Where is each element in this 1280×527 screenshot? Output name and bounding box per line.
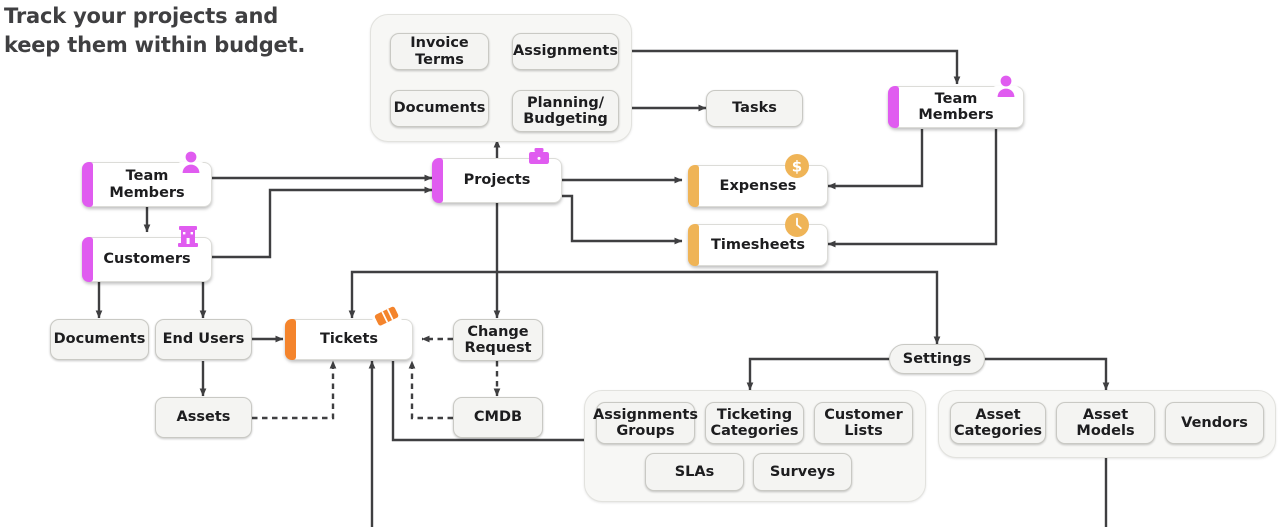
node-ticketing-categories-line2: Categories: [710, 423, 799, 439]
page-title-line1: Track your projects and: [4, 4, 279, 28]
node-team-members-right-label: Team Members: [918, 90, 994, 123]
node-projects-label: Projects: [463, 172, 531, 189]
node-settings[interactable]: Settings: [889, 344, 985, 374]
node-change-request-line2: Request: [464, 340, 532, 356]
node-planning-budgeting-line2: Budgeting: [523, 111, 608, 127]
node-customers[interactable]: Customers: [82, 226, 212, 282]
node-customer-lists[interactable]: Customer Lists: [814, 402, 913, 444]
node-customer-lists-line1: Customer: [824, 406, 903, 423]
node-surveys[interactable]: Surveys: [753, 453, 852, 491]
node-expenses-label: Expenses: [719, 177, 797, 194]
accent-bar: [285, 319, 296, 360]
node-tasks[interactable]: Tasks: [706, 90, 803, 127]
node-customer-lists-line2: Lists: [844, 423, 883, 439]
node-asset-categories[interactable]: Asset Categories: [950, 402, 1046, 444]
accent-bar: [688, 224, 699, 266]
node-asset-categories-line2: Categories: [953, 423, 1043, 439]
node-timesheets[interactable]: Timesheets: [688, 213, 828, 266]
node-assignments-groups[interactable]: Assignments Groups: [593, 402, 698, 444]
page-title-line2: keep them within budget.: [4, 32, 306, 57]
node-assignments-groups-line1: Assignments: [593, 406, 698, 423]
accent-bar: [688, 165, 699, 207]
ticket-icon: [372, 306, 402, 332]
node-assets[interactable]: Assets: [155, 397, 252, 438]
person-icon: [178, 149, 204, 175]
node-end-users[interactable]: End Users: [155, 319, 252, 360]
node-invoice-terms[interactable]: Invoice Terms: [390, 33, 489, 70]
node-team-members-right[interactable]: Team Members: [888, 75, 1024, 128]
accent-bar: [82, 162, 93, 207]
node-tickets-label: Tickets: [319, 331, 379, 348]
accent-bar: [432, 158, 443, 203]
node-slas[interactable]: SLAs: [645, 453, 744, 491]
dollar-coin-icon: $: [784, 153, 810, 179]
node-ticketing-categories-line1: Ticketing: [716, 406, 793, 423]
node-timesheets-label: Timesheets: [711, 236, 805, 253]
node-planning-budgeting[interactable]: Planning/ Budgeting: [512, 90, 619, 132]
briefcase-icon: [526, 147, 552, 171]
node-cmdb[interactable]: CMDB: [453, 397, 543, 438]
node-documents-top[interactable]: Documents: [390, 90, 489, 127]
node-asset-models[interactable]: Asset Models: [1056, 402, 1155, 444]
person-icon: [993, 73, 1019, 99]
node-planning-budgeting-line1: Planning/: [527, 94, 604, 111]
svg-text:$: $: [792, 158, 802, 176]
node-customers-label: Customers: [103, 251, 191, 268]
building-icon: [175, 226, 201, 250]
node-change-request[interactable]: Change Request: [453, 319, 543, 361]
node-documents-left[interactable]: Documents: [50, 319, 149, 360]
page-title: Track your projects and keep them within…: [4, 2, 404, 60]
node-assignments[interactable]: Assignments: [512, 33, 619, 70]
node-expenses[interactable]: Expenses $: [688, 154, 828, 207]
accent-bar: [82, 237, 93, 282]
node-vendors[interactable]: Vendors: [1165, 402, 1264, 444]
node-team-members-left[interactable]: Team Members: [82, 151, 212, 207]
node-assignments-groups-line2: Groups: [616, 423, 675, 439]
node-tickets[interactable]: Tickets: [285, 306, 413, 360]
node-team-members-left-label: Team Members: [109, 168, 185, 201]
node-change-request-line1: Change: [467, 323, 529, 340]
node-projects[interactable]: Projects: [432, 148, 562, 203]
node-ticketing-categories[interactable]: Ticketing Categories: [705, 402, 804, 444]
accent-bar: [888, 86, 899, 128]
clock-coin-icon: [784, 212, 810, 238]
node-asset-categories-line1: Asset: [975, 406, 1021, 423]
